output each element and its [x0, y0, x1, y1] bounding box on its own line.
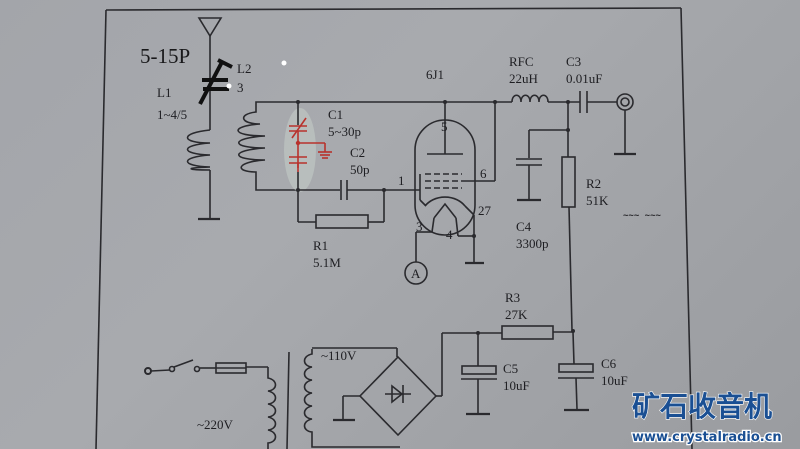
r1-resistor-icon — [297, 190, 385, 229]
secondary-voltage-label: ~110V — [321, 348, 357, 363]
rfc-inductor-icon — [511, 94, 580, 104]
photo-speck — [226, 83, 232, 89]
c5-value-label: 10uF — [503, 378, 530, 393]
l1-value-label: 1~4/5 — [157, 107, 187, 122]
l1-name-label: L1 — [157, 85, 171, 100]
ammeter-icon — [404, 261, 428, 285]
ammeter-label: A — [411, 266, 421, 281]
r3-resistor-icon — [442, 325, 575, 340]
tube-name-label: 6J1 — [426, 67, 444, 82]
c1-value-label: 5~30p — [328, 124, 361, 139]
c6-capacitor-icon — [558, 331, 594, 412]
scribble-note: ~~~ ~~~ — [623, 211, 662, 221]
c4-value-label: 3300p — [516, 236, 549, 251]
c6-name-label: C6 — [601, 356, 617, 371]
tube-pin-4-label: 4 — [446, 227, 453, 242]
c2-value-label: 50p — [350, 162, 370, 177]
l2-value-label: 3 — [237, 80, 244, 95]
l2-name-label: L2 — [237, 61, 251, 76]
c4-name-label: C4 — [516, 219, 532, 234]
fuse-icon — [215, 362, 268, 374]
c2-capacitor-icon — [298, 180, 386, 200]
mains-voltage-label: ~220V — [197, 417, 234, 432]
transformer-icon — [267, 347, 400, 449]
c2-name-label: C2 — [350, 145, 365, 160]
c1-name-label: C1 — [328, 107, 343, 122]
l1-coil-icon — [186, 110, 220, 221]
c5-capacitor-icon — [461, 333, 497, 416]
antenna-icon — [197, 17, 223, 110]
tube-pin-5-label: 5 — [441, 119, 448, 134]
c5-name-label: C5 — [503, 361, 518, 376]
c3-name-label: C3 — [566, 54, 581, 69]
r2-value-label: 51K — [586, 193, 609, 208]
tube-pin-27-label: 27 — [478, 203, 492, 218]
watermark-logo: 矿石收音机 www.crystalradio.cn — [631, 389, 783, 446]
tube-6j1-icon — [414, 100, 496, 265]
antenna-trimmer-capacitor-icon — [198, 58, 233, 105]
c4-capacitor-icon — [516, 102, 570, 202]
c1-trimmer-capacitor-icon — [284, 100, 332, 192]
bridge-rectifier-icon — [333, 333, 443, 437]
r2-name-label: R2 — [586, 176, 601, 191]
tube-pin-3-label: 3 — [416, 219, 423, 234]
r3-name-label: R3 — [505, 290, 520, 305]
tube-pin-6-label: 6 — [480, 166, 487, 181]
output-jack-icon — [614, 93, 636, 156]
l2-coil-icon — [237, 101, 300, 191]
rfc-value-label: 22uH — [509, 71, 538, 86]
photo-speck — [281, 60, 287, 66]
r1-value-label: 5.1M — [313, 255, 341, 270]
power-switch-icon — [144, 359, 216, 375]
c3-value-label: 0.01uF — [566, 71, 602, 86]
page-frame — [95, 7, 693, 449]
r1-name-label: R1 — [313, 238, 328, 253]
r3-value-label: 27K — [505, 307, 528, 322]
watermark-title: 矿石收音机 — [632, 390, 772, 423]
c6-value-label: 10uF — [601, 373, 628, 388]
c3-capacitor-icon — [579, 91, 617, 113]
rfc-name-label: RFC — [509, 54, 534, 69]
r2-resistor-icon — [561, 130, 576, 331]
tube-pin-1-label: 1 — [398, 173, 405, 188]
watermark-url: www.crystalradio.cn — [632, 430, 782, 445]
antenna-capacitor-label: 5-15P — [140, 44, 190, 68]
